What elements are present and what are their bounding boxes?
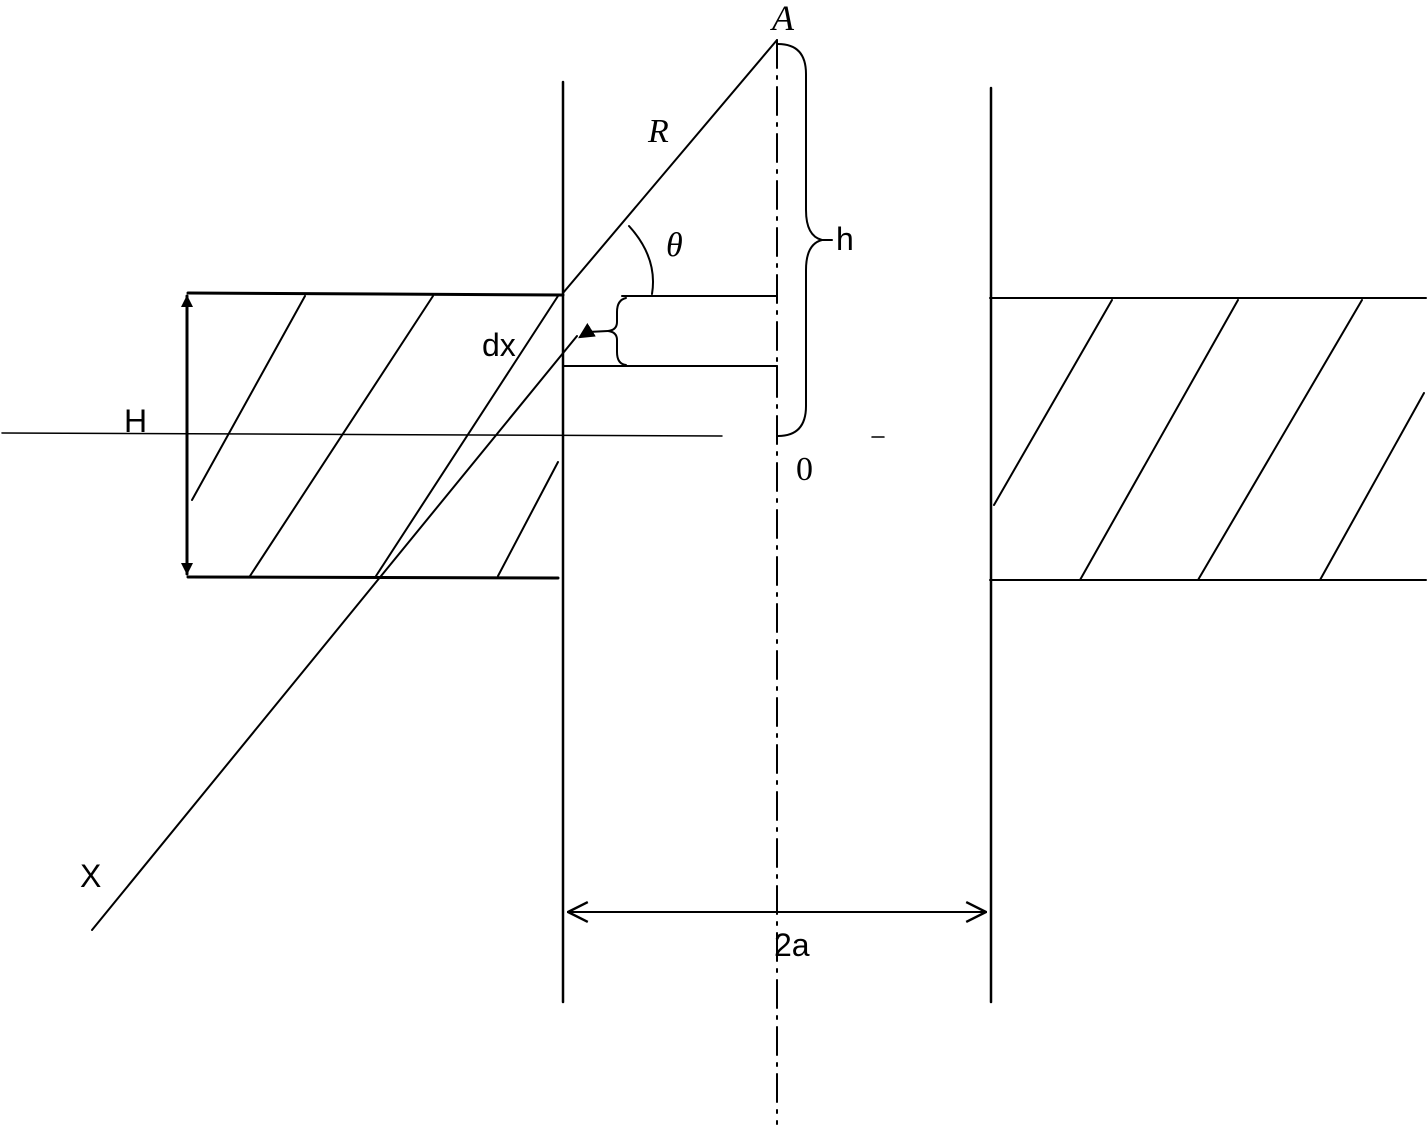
- theta-arc: [628, 225, 654, 295]
- label-point-a: A: [770, 0, 795, 38]
- label-element-dx: dx: [482, 327, 516, 363]
- label-radius-r: R: [647, 113, 669, 150]
- label-origin: 0: [796, 451, 813, 488]
- shelf-brace: [607, 297, 627, 366]
- label-thickness-h: H: [124, 403, 147, 439]
- hatch-line: [1319, 392, 1425, 581]
- left-layer-bottom-edge: [186, 575, 560, 580]
- hatch-line: [191, 295, 306, 501]
- hatch-line: [497, 461, 559, 577]
- label-axis-x: X: [80, 858, 101, 894]
- origin-horizontal-line: [1, 432, 723, 437]
- label-height-h: h: [836, 221, 854, 257]
- right-hatched-layer: [989, 297, 1427, 581]
- hatch-line: [249, 295, 434, 577]
- x-axis-line: [91, 335, 578, 931]
- ray-r: [562, 39, 778, 294]
- h-brace: [777, 43, 823, 437]
- element-shelf: [562, 283, 778, 381]
- left-hatched-layer: [186, 291, 565, 580]
- hatch-line: [993, 299, 1113, 506]
- label-width-2a: 2a: [774, 927, 810, 963]
- hatch-line: [1197, 299, 1363, 581]
- hatch-line: [1079, 299, 1239, 581]
- left-layer-top-edge: [186, 291, 565, 297]
- hatch-line: [375, 295, 559, 577]
- label-angle-theta: θ: [666, 227, 683, 264]
- dx-pointer: [578, 322, 609, 339]
